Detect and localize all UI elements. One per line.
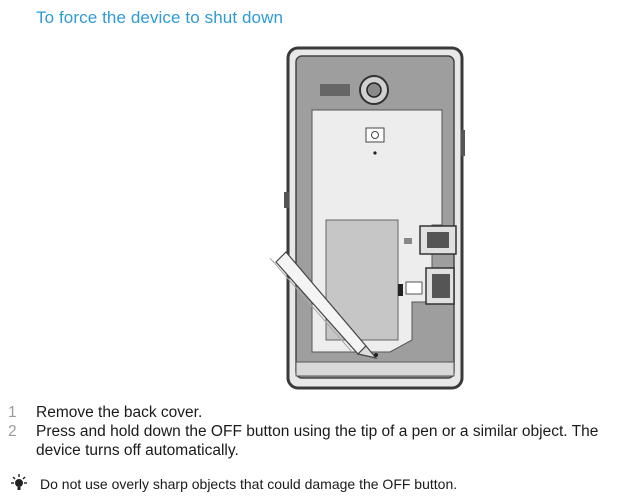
flash-rect — [320, 84, 350, 96]
step-item: 1 Remove the back cover. — [8, 403, 638, 422]
mic-hole — [373, 151, 377, 155]
side-button — [284, 192, 289, 208]
off-button — [398, 284, 403, 296]
camera-inner-icon — [366, 82, 382, 98]
sim-icon — [404, 238, 412, 244]
reset-hole — [374, 353, 378, 357]
card-icon — [405, 281, 423, 295]
camera-label-icon — [365, 127, 385, 143]
phone-back-illustration — [269, 46, 465, 390]
step-list: 1 Remove the back cover. 2 Press and hol… — [8, 403, 638, 460]
tip-note: Do not use overly sharp objects that cou… — [8, 474, 638, 494]
step-text: Press and hold down the OFF button using… — [36, 423, 599, 459]
tip-text: Do not use overly sharp objects that cou… — [40, 476, 458, 492]
step-item: 2 Press and hold down the OFF button usi… — [8, 422, 638, 460]
step-text: Remove the back cover. — [36, 404, 203, 421]
step-number: 2 — [8, 423, 17, 440]
phone-bottom-strip — [295, 361, 455, 377]
step-number: 1 — [8, 404, 17, 421]
side-button-right — [461, 130, 465, 156]
section-heading: To force the device to shut down — [36, 8, 284, 27]
lightbulb-icon — [11, 474, 27, 490]
pen-icon — [269, 251, 378, 359]
